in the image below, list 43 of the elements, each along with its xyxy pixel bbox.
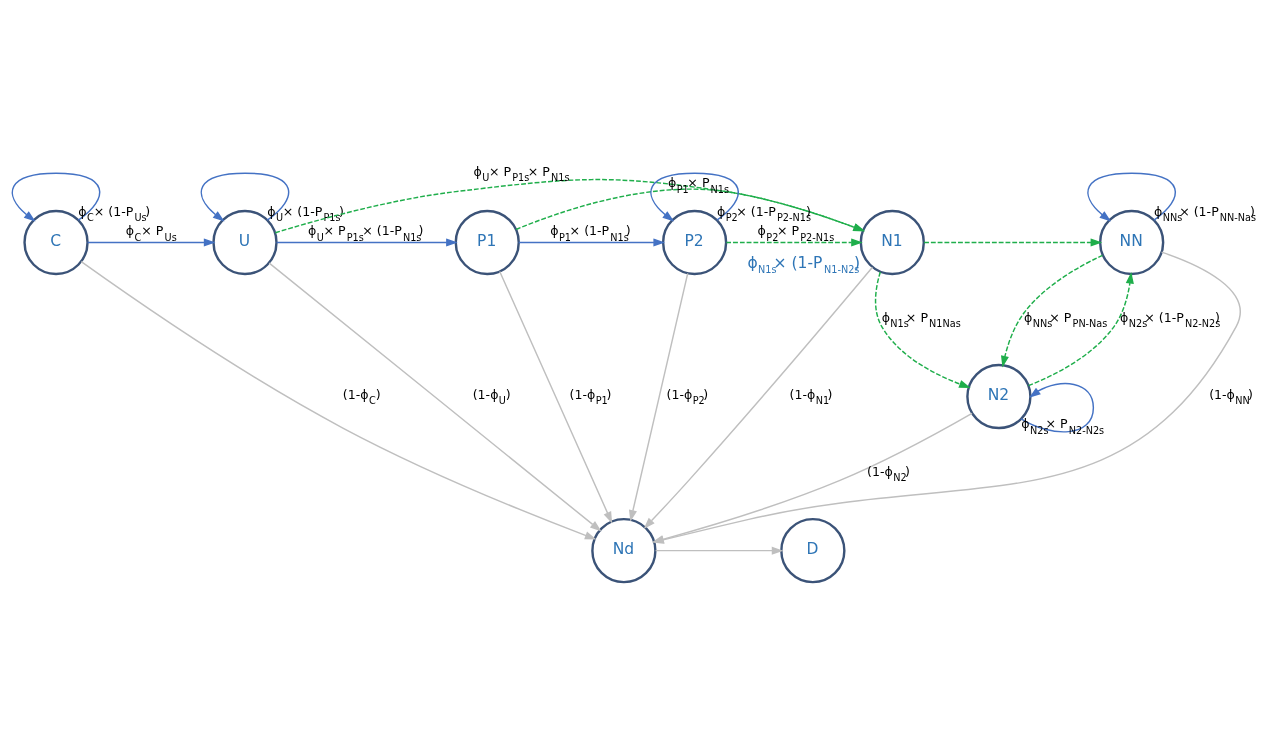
edge-label: (1-ϕ$_{P2}$) bbox=[666, 386, 709, 407]
node-circle: N1 bbox=[859, 209, 925, 276]
edge-label: ϕ$_{C}$× P$_{Us}$ bbox=[125, 223, 177, 243]
arrow bbox=[499, 270, 613, 524]
edge-label: ϕ$_{N2s}$× (1-P$_{N2-N2s}$) bbox=[1120, 309, 1221, 330]
arrow bbox=[923, 238, 1103, 247]
arrow bbox=[725, 238, 863, 247]
edge-label: ϕ$_{NNs}$× P$_{PN-Nas}$ bbox=[1024, 309, 1108, 330]
edge-label: ϕ$_{P1}$× (1-P$_{N1s}$) bbox=[550, 223, 631, 243]
arrow bbox=[11, 172, 101, 222]
edge-label: ϕ$_{U}$× P$_{P1s}$× (1-P$_{N1s}$) bbox=[307, 223, 424, 243]
edge-label: (1-ϕ$_{P1}$) bbox=[569, 386, 612, 407]
edge-label: (1-ϕ$_{C}$) bbox=[342, 386, 381, 407]
edge-label: (1-ϕ$_{N2}$) bbox=[867, 463, 910, 484]
arrow bbox=[628, 272, 689, 522]
edge-label: ϕ$_{U}$× P$_{P1s}$× P$_{N1s}$ bbox=[473, 163, 570, 184]
edge-label: (1-ϕ$_{U}$) bbox=[472, 386, 511, 407]
edge-label: (1-ϕ$_{NN}$) bbox=[1209, 386, 1253, 407]
arrow bbox=[80, 261, 597, 540]
edge-label: ϕ$_{P2}$× (1-P$_{P2-N1s}$) bbox=[716, 203, 811, 224]
edge-label: ϕ$_{N1s}$× P$_{N1Nas}$ bbox=[881, 309, 961, 330]
node-circle: P1 bbox=[454, 209, 520, 276]
arrow bbox=[518, 238, 666, 247]
arrow bbox=[1087, 172, 1176, 222]
arrow bbox=[652, 251, 1241, 544]
arrow bbox=[1001, 254, 1104, 368]
arrow bbox=[1027, 272, 1134, 387]
edge-label: ϕ$_{P2}$× P$_{P2-N1s}$ bbox=[757, 223, 835, 243]
edge-label: (1-ϕ$_{N1}$) bbox=[789, 386, 833, 407]
arrow bbox=[650, 172, 739, 222]
node-circle: D bbox=[780, 517, 846, 584]
arrow bbox=[275, 238, 458, 247]
arrow bbox=[654, 546, 784, 555]
node-label: ϕ$_{N1s}$× (1-P$_{N1-N2s}$) bbox=[747, 253, 861, 276]
arrow bbox=[643, 266, 874, 529]
arrow bbox=[652, 412, 973, 544]
arrow bbox=[274, 178, 865, 234]
arrow bbox=[874, 271, 971, 388]
arrow bbox=[200, 172, 290, 222]
arrow bbox=[86, 238, 216, 247]
arrow bbox=[515, 188, 865, 232]
arrow bbox=[268, 262, 602, 532]
edge-label: ϕ$_{NNs}$× (1-P$_{NN-Nas}$) bbox=[1153, 203, 1257, 224]
